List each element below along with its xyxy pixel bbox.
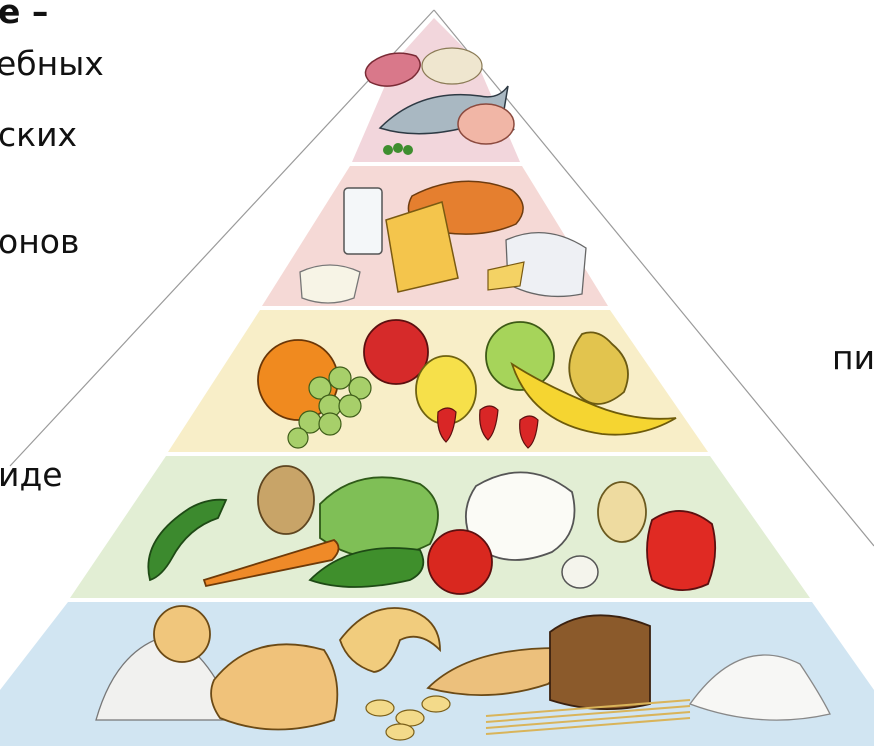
onion-icon xyxy=(598,482,646,542)
bell-pepper-icon xyxy=(647,511,715,590)
bun-icon xyxy=(154,606,210,662)
peas-icon xyxy=(383,145,393,155)
tomato-icon xyxy=(428,530,492,594)
poultry-icon xyxy=(458,104,514,144)
milk-glass-icon xyxy=(344,188,382,254)
brie-icon xyxy=(300,265,360,303)
beans-icon xyxy=(422,48,482,84)
spring-onion-icon xyxy=(562,556,598,588)
rye-bread-icon xyxy=(550,615,650,709)
peas-icon xyxy=(393,143,403,153)
potato-icon xyxy=(258,466,314,534)
peas-icon xyxy=(403,145,413,155)
